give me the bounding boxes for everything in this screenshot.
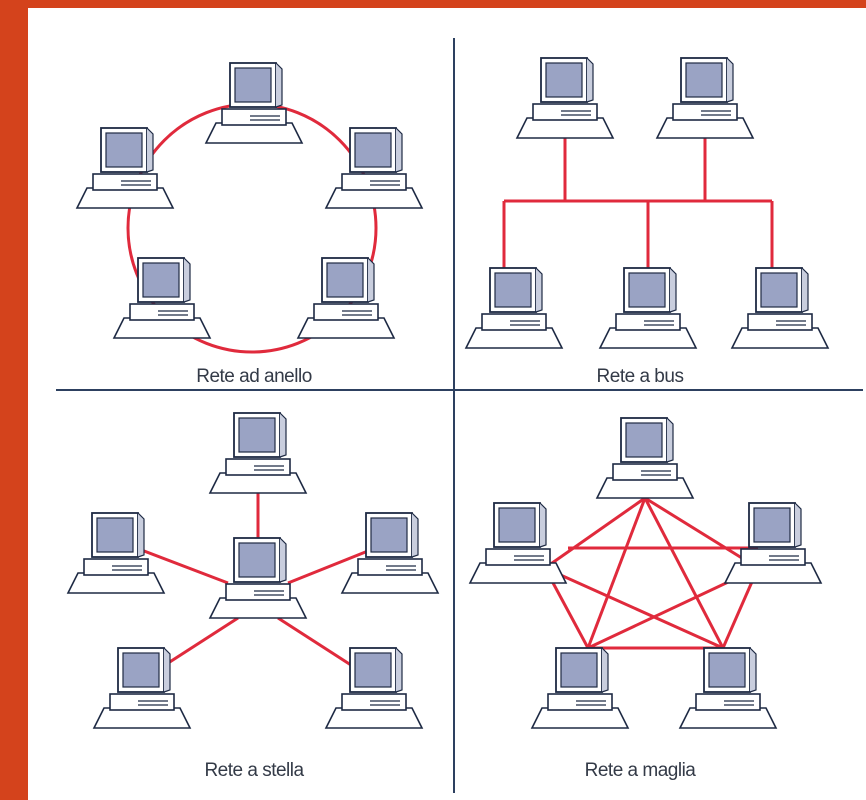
desktop-computer-icon: [516, 57, 614, 139]
network-topologies-diagram: [56, 38, 863, 793]
desktop-computer-icon: [205, 62, 303, 144]
mesh-link: [643, 497, 725, 649]
mesh-link: [586, 497, 647, 649]
desktop-computer-icon: [596, 417, 694, 499]
desktop-computer-icon: [531, 647, 629, 729]
mesh-network-caption: Rete a maglia: [584, 760, 696, 781]
bus-network: [465, 57, 829, 349]
desktop-computer-icon: [469, 502, 567, 584]
star-network-caption: Rete a stella: [204, 760, 304, 781]
desktop-computer-icon: [724, 502, 822, 584]
desktop-computer-icon: [679, 647, 777, 729]
desktop-computer-icon: [209, 537, 307, 619]
ring-network: [76, 62, 423, 354]
ring-network-caption: Rete ad anello: [196, 366, 312, 387]
bus-network-caption: Rete a bus: [596, 366, 684, 387]
diagram-panel: Rete ad anello Rete a bus Rete a stella …: [28, 8, 866, 800]
desktop-computer-icon: [465, 267, 563, 349]
desktop-computer-icon: [113, 257, 211, 339]
desktop-computer-icon: [341, 512, 439, 594]
desktop-computer-icon: [325, 647, 423, 729]
desktop-computer-icon: [656, 57, 754, 139]
desktop-computer-icon: [599, 267, 697, 349]
mesh-link: [544, 496, 646, 570]
desktop-computer-icon: [93, 647, 191, 729]
desktop-computer-icon: [731, 267, 829, 349]
mesh-network: [469, 417, 822, 729]
star-network: [67, 412, 439, 729]
desktop-computer-icon: [297, 257, 395, 339]
desktop-computer-icon: [76, 127, 174, 209]
mesh-link: [544, 566, 724, 650]
desktop-computer-icon: [209, 412, 307, 494]
mesh-link: [644, 496, 759, 570]
